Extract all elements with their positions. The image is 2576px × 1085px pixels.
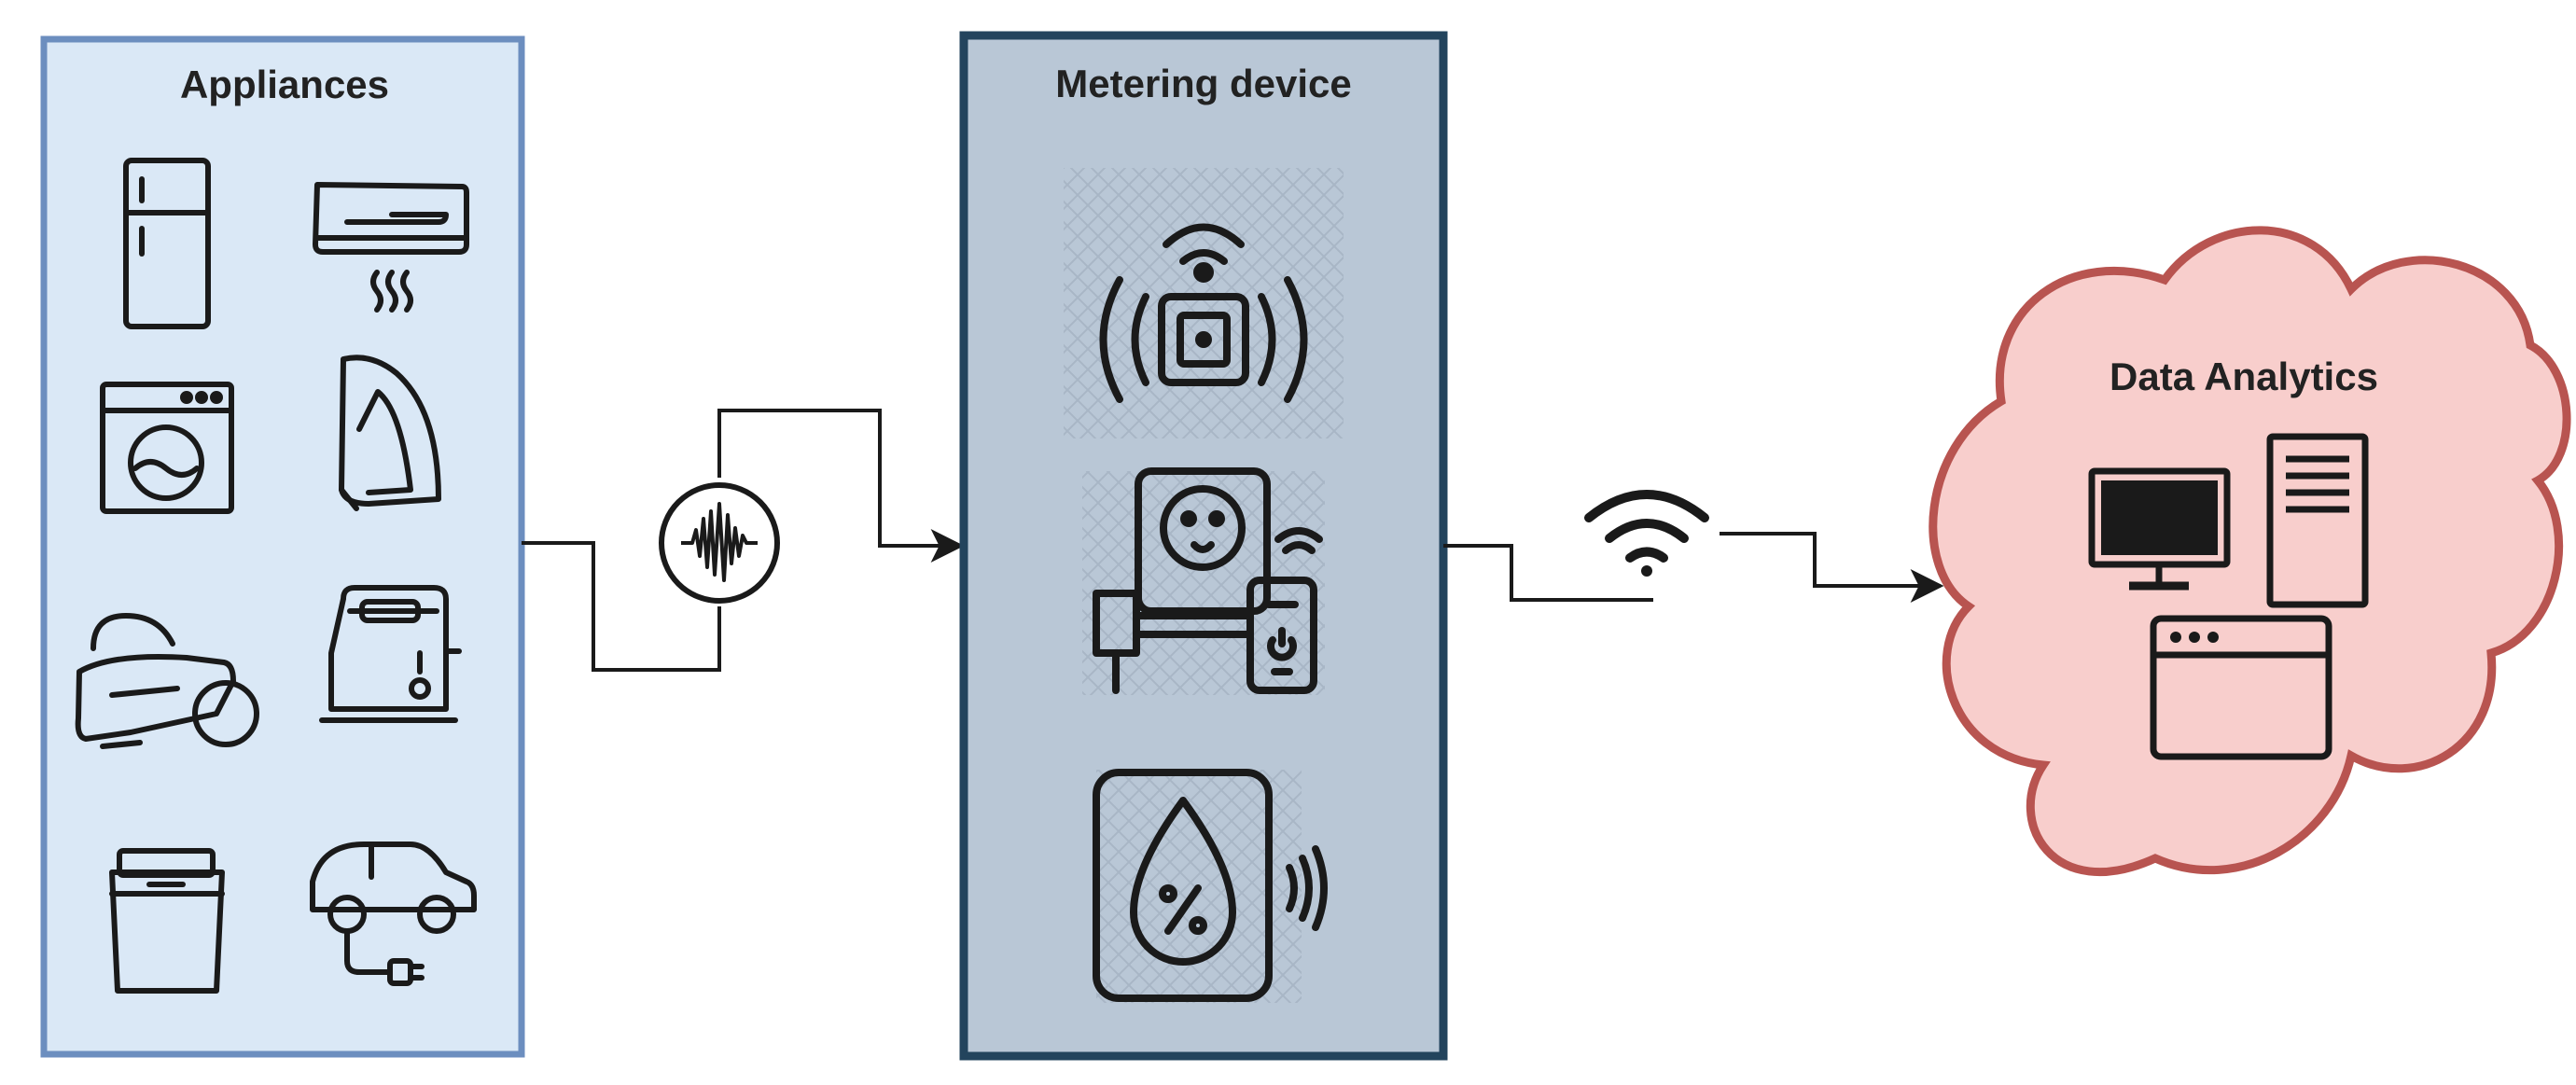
- smart-plug-icon: [1093, 467, 1323, 694]
- metering-panel: Metering device: [959, 31, 1448, 1061]
- dishwasher-icon: [109, 848, 225, 994]
- toaster-icon: [319, 585, 462, 723]
- metering-title: Metering device: [1055, 62, 1351, 105]
- smart-sensor-icon: [1099, 223, 1308, 403]
- refrigerator-icon: [123, 158, 211, 329]
- connector-meter-to-analytics: [1443, 532, 1944, 603]
- browser-window-icon: [2150, 615, 2332, 760]
- server-tower-icon: [2266, 433, 2369, 608]
- air-conditioner-icon: [313, 182, 469, 313]
- vacuum-cleaner-icon: [75, 613, 259, 749]
- wifi-icon: [1584, 490, 1709, 577]
- connector-appliances-to-meter: [522, 409, 965, 672]
- monitor-icon: [2088, 467, 2231, 591]
- appliances-title: Appliances: [180, 63, 389, 106]
- analytics-cloud: Data Analytics: [1929, 226, 2571, 876]
- washing-machine-icon: [100, 382, 234, 514]
- iron-icon: [339, 355, 441, 511]
- appliances-panel: Appliances: [40, 35, 525, 1058]
- analytics-title: Data Analytics: [2110, 355, 2378, 398]
- waveform-icon: [659, 482, 780, 604]
- electric-car-icon: [310, 842, 477, 986]
- humidity-sensor-icon: [1093, 769, 1328, 1002]
